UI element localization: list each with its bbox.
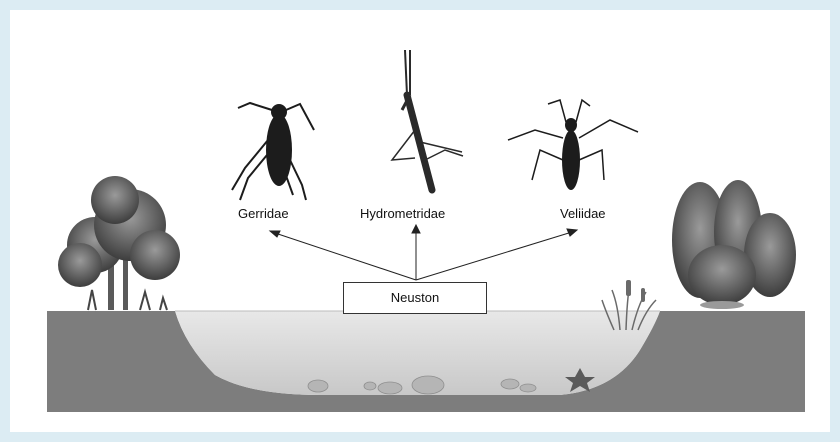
neuston-label: Neuston bbox=[391, 290, 439, 305]
water-strider-icon bbox=[232, 103, 314, 200]
water-measurer-icon bbox=[392, 50, 463, 190]
arrow-lines bbox=[270, 225, 577, 280]
gerridae-label: Gerridae bbox=[238, 206, 289, 221]
tree-icon bbox=[672, 180, 796, 309]
veliidae-label: Veliidae bbox=[560, 206, 606, 221]
tree-icon bbox=[58, 176, 180, 310]
riffle-bug-icon bbox=[508, 100, 638, 190]
hydrometridae-label: Hydrometridae bbox=[360, 206, 445, 221]
neuston-box: Neuston bbox=[343, 282, 487, 314]
